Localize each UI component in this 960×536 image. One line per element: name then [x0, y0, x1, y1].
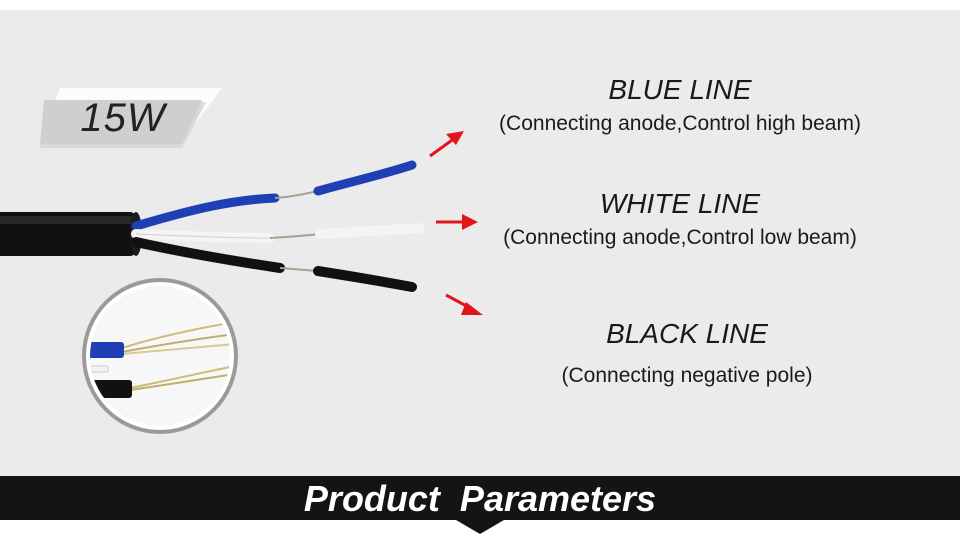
section-title: Product Parameters [303, 478, 657, 519]
blue-line-label: BLUE LINE (Connecting anode,Control high… [480, 74, 880, 138]
section-header-bar: Product Parameters [0, 476, 960, 520]
arrow-black [445, 293, 483, 315]
blue-line-title: BLUE LINE [608, 74, 752, 105]
black-line-title: BLACK LINE [606, 318, 768, 349]
white-line-subtitle: (Connecting anode,Control low beam) [503, 226, 857, 249]
black-line-subtitle: (Connecting negative pole) [561, 364, 813, 387]
product-stage: 15W BLUE LINE (Connecting anode,Control … [0, 10, 960, 476]
blue-wire-tip [313, 160, 417, 196]
section-header-notch [456, 520, 504, 534]
wattage-value: 15W [80, 96, 166, 140]
black-wire [131, 237, 285, 273]
badge-shape [40, 88, 222, 148]
magnified-inset [82, 278, 238, 434]
white-wire-tip [315, 223, 425, 239]
cable-illustration [0, 131, 483, 434]
white-line-title: WHITE LINE [599, 188, 761, 219]
wattage-badge: 15W [40, 88, 222, 156]
white-line-label: WHITE LINE (Connecting anode,Control low… [480, 188, 880, 252]
blue-line-subtitle: (Connecting anode,Control high beam) [499, 112, 861, 135]
arrow-white [436, 214, 478, 230]
blue-wire [131, 193, 280, 231]
black-line-label: BLACK LINE (Connecting negative pole) [487, 318, 887, 390]
arrow-blue [429, 131, 464, 158]
black-wire-tip [313, 266, 417, 292]
